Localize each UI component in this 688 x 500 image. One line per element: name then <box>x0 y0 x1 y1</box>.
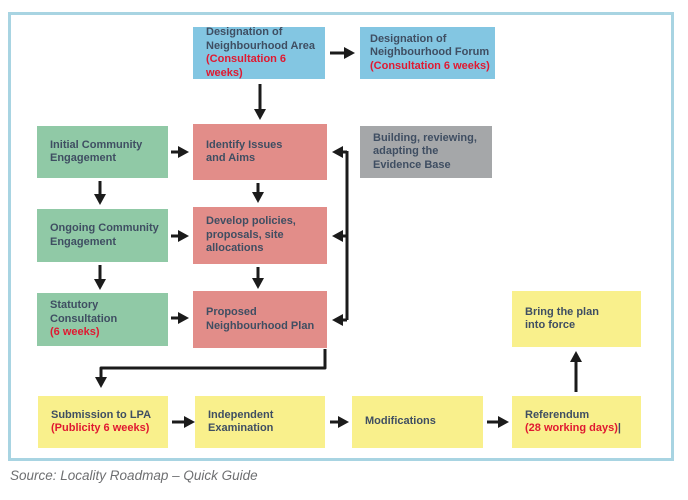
box-designation-neighbourhood-forum: Designation of Neighbourhood Forum (Cons… <box>360 27 495 79</box>
box-independent-examination: Independent Examination <box>195 396 325 448</box>
box-designation-neighbourhood-area: Designation of Neighbourhood Area (Consu… <box>193 26 325 79</box>
box-text: Develop policies, proposals, site alloca… <box>206 215 296 255</box>
box-identify-issues-and-aims: Identify Issues and Aims <box>193 124 327 180</box>
box-note: (Consultation 6 weeks) <box>370 59 490 72</box>
box-statutory-consultation: Statutory Consultation (6 weeks) <box>37 293 168 346</box>
text-cursor: | <box>617 422 621 434</box>
source-caption: Source: Locality Roadmap – Quick Guide <box>10 468 258 483</box>
box-text: Independent Examination <box>208 408 274 435</box>
box-text: Identify Issues and Aims <box>206 138 283 165</box>
box-evidence-base: Building, reviewing, adapting the Eviden… <box>360 126 492 178</box>
box-develop-policies: Develop policies, proposals, site alloca… <box>193 207 327 264</box>
box-text: Proposed Neighbourhood Plan <box>206 306 315 332</box>
box-proposed-neighbourhood-plan: Proposed Neighbourhood Plan <box>193 291 327 348</box>
box-note: (28 working days)| <box>525 422 621 436</box>
box-text: Initial Community Engagement <box>50 138 143 165</box>
box-text: Building, reviewing, adapting the Eviden… <box>373 131 477 171</box>
box-submission-to-lpa: Submission to LPA (Publicity 6 weeks) <box>38 396 168 448</box>
box-note: (6 weeks) <box>50 326 100 339</box>
box-referendum: Referendum (28 working days)| <box>512 396 641 448</box>
box-note-text: (28 working days) <box>525 422 618 434</box>
box-initial-community-engagement: Initial Community Engagement <box>37 126 168 178</box>
box-text: Designation of Neighbourhood Forum <box>370 32 490 59</box>
box-text: Ongoing Community Engagement <box>50 222 159 248</box>
box-text: Submission to LPA <box>51 408 152 421</box>
box-text: Modifications <box>365 415 436 428</box>
box-bring-plan-into-force: Bring the plan into force <box>512 291 641 347</box>
box-ongoing-community-engagement: Ongoing Community Engagement <box>37 209 168 262</box>
box-modifications: Modifications <box>352 396 483 448</box>
box-note: (Consultation 6 weeks) <box>206 53 287 79</box>
box-note: (Publicity 6 weeks) <box>51 422 150 434</box>
box-text: Designation of Neighbourhood Area <box>206 26 315 52</box>
box-text: Bring the plan into force <box>525 305 599 332</box>
box-text: Referendum <box>525 408 590 421</box>
box-text: Statutory Consultation <box>50 299 118 325</box>
